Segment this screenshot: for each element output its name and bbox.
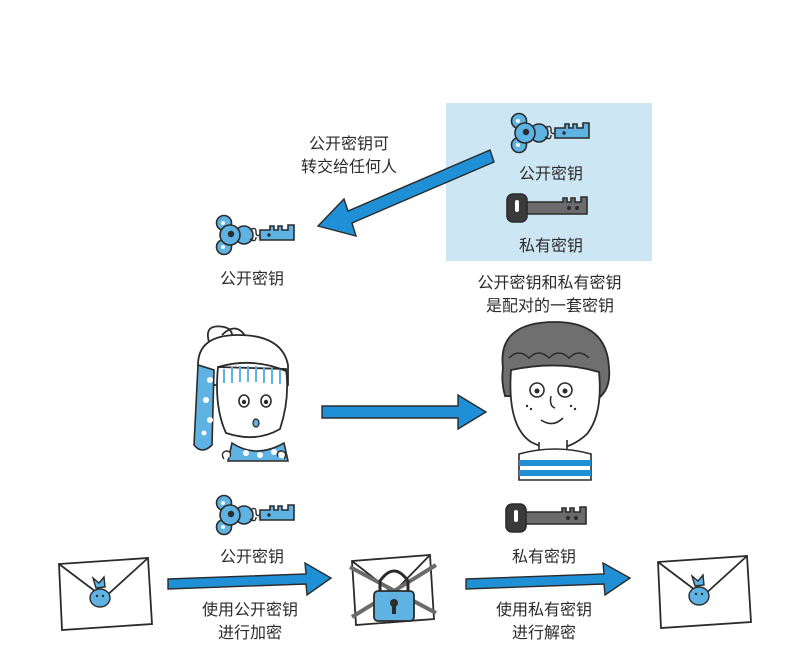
pair-caption-line2: 是配对的一套密钥 — [485, 296, 614, 315]
encrypt-public-key-label: 公开密钥 — [219, 547, 284, 566]
girl-character — [193, 325, 289, 462]
envelope-icon — [657, 555, 752, 629]
share-caption-line1: 公开密钥可 — [308, 134, 389, 153]
encrypt-caption-line1: 使用公开密钥 — [201, 600, 298, 619]
panel-public-key-label: 公开密钥 — [518, 164, 583, 183]
received-public-key-label: 公开密钥 — [219, 269, 284, 288]
panel-private-key-label: 私有密钥 — [518, 236, 583, 255]
decrypt-private-key-label: 私有密钥 — [511, 547, 576, 566]
encrypt-caption-line2: 进行加密 — [217, 623, 282, 642]
decrypt-caption-line1: 使用私有密钥 — [495, 600, 592, 619]
locked-envelope-icon — [349, 554, 438, 626]
boy-character — [501, 321, 611, 481]
share-caption-line2: 转交给任何人 — [300, 157, 397, 176]
pair-caption-line1: 公开密钥和私有密钥 — [477, 273, 622, 292]
decrypt-caption-line2: 进行解密 — [511, 623, 576, 642]
key-pair-panel — [446, 103, 652, 261]
